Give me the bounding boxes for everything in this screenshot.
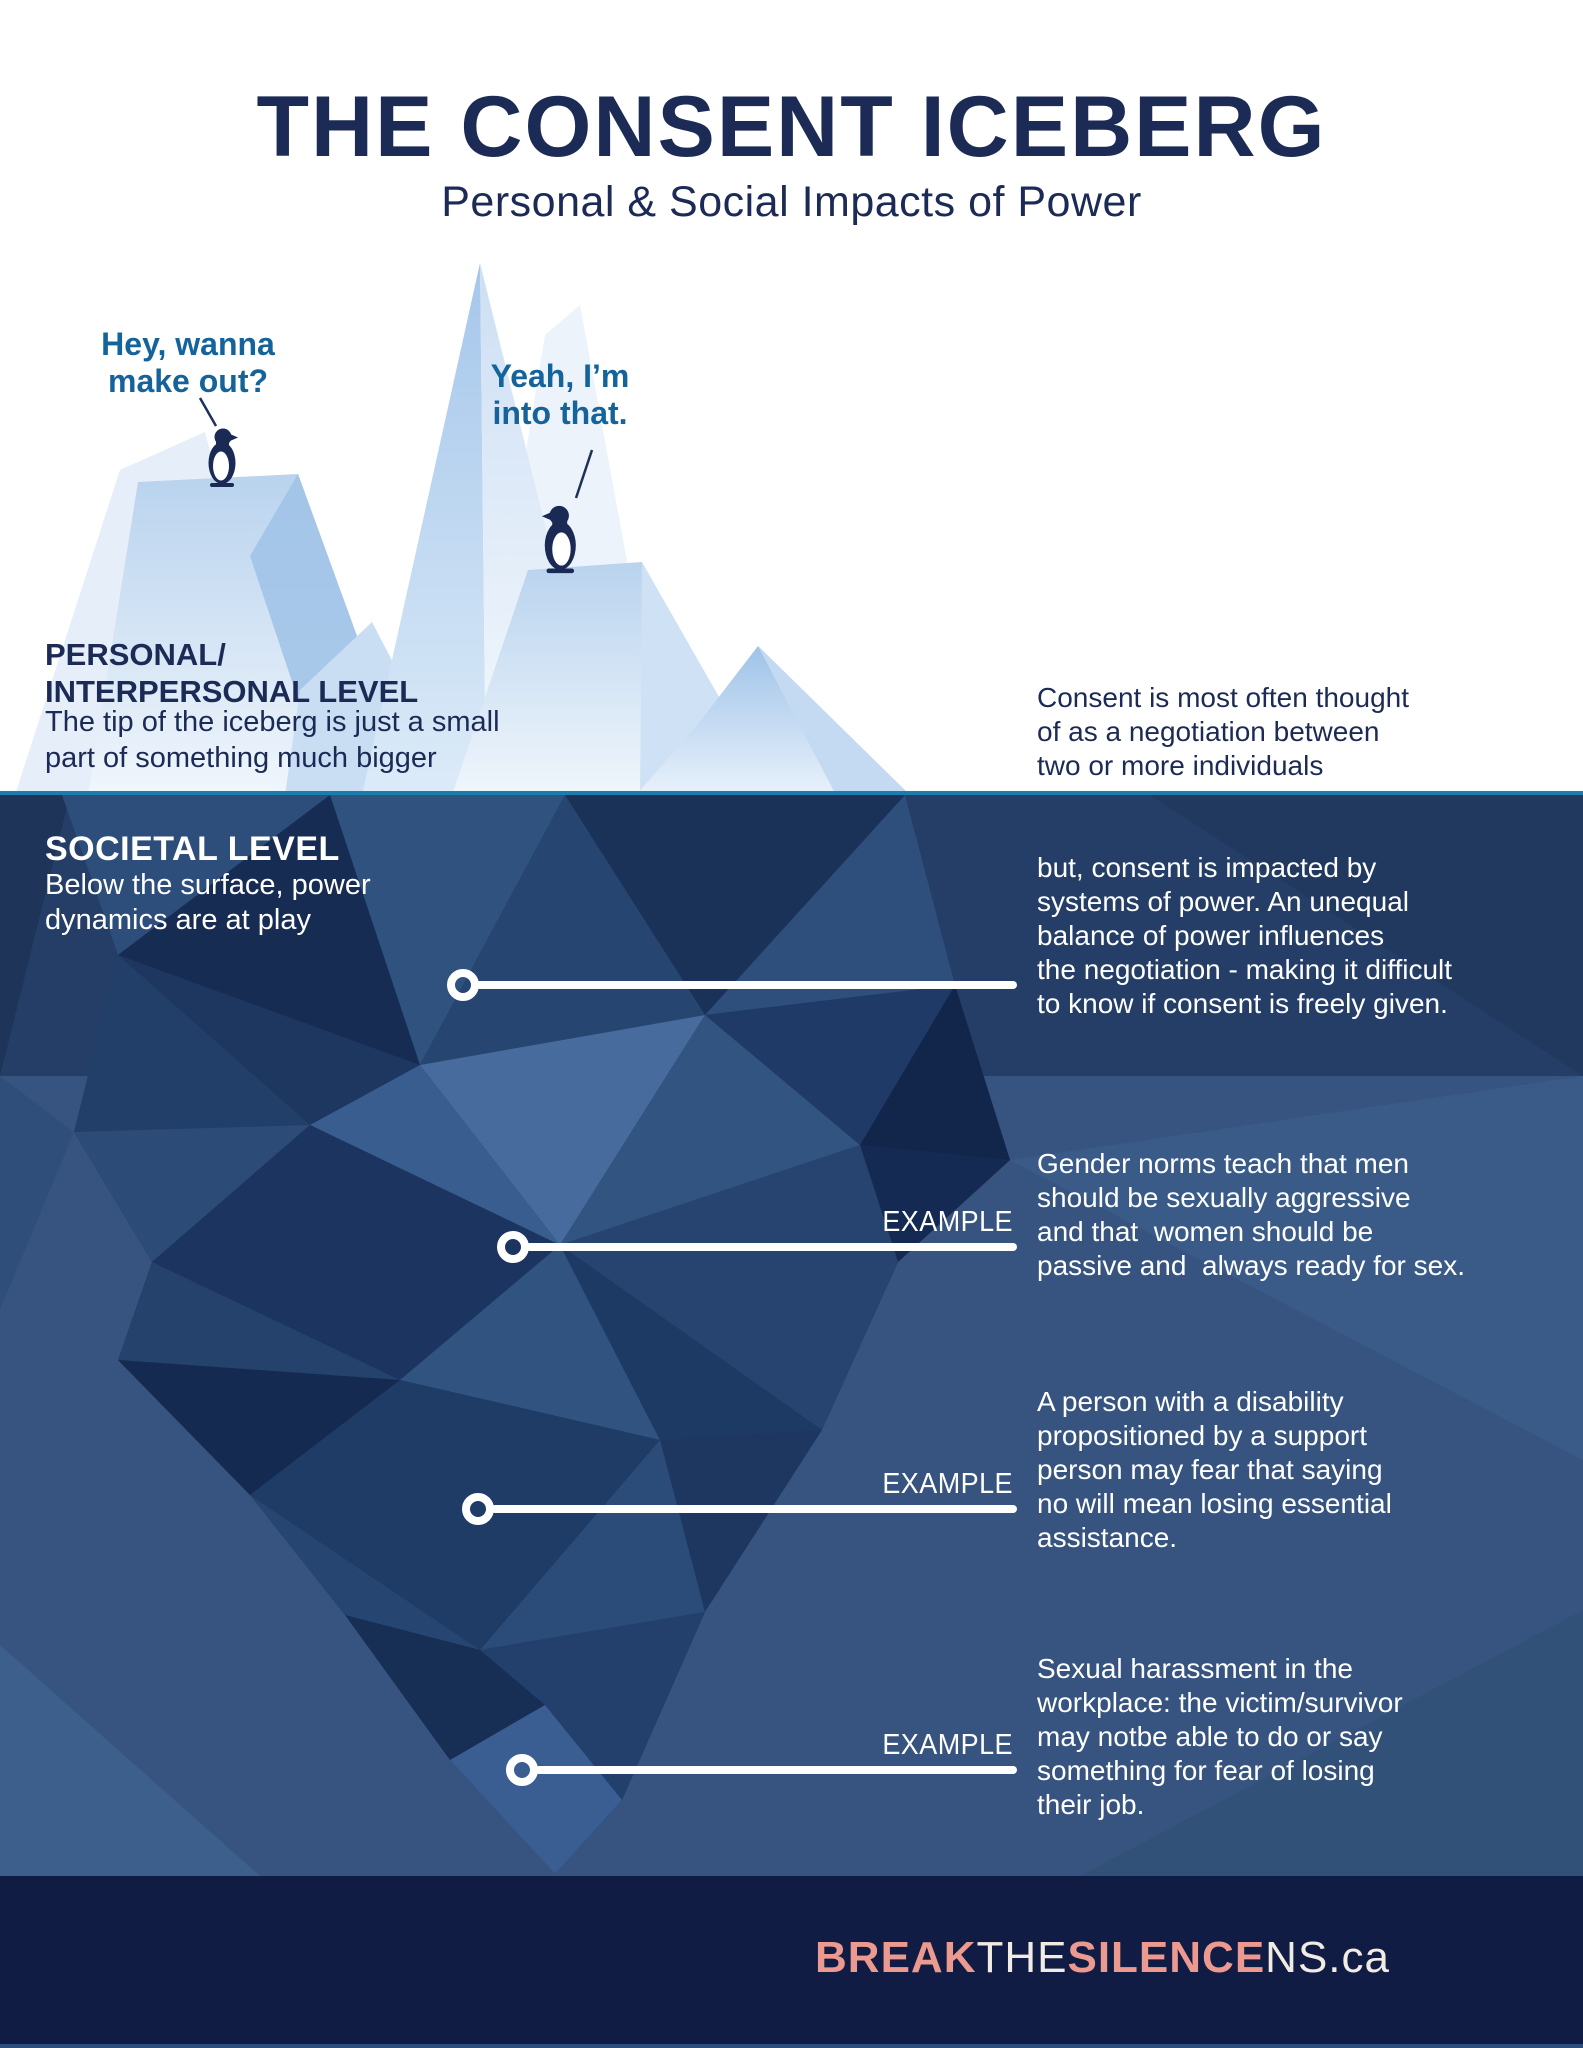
callout-line — [535, 1766, 1017, 1774]
intro-paragraph: Consent is most often thought of as a ne… — [1037, 682, 1409, 781]
callout-line — [491, 1505, 1017, 1513]
waterline — [0, 791, 1583, 795]
callout-paragraph-gender-norms: Gender norms teach that men should be se… — [1037, 1148, 1465, 1281]
callout-dot — [462, 1493, 494, 1525]
iceberg-above-water — [15, 263, 910, 795]
speech-right: Yeah, I’m into that. — [490, 358, 630, 431]
societal-level-heading: SOCIETAL LEVEL — [45, 830, 340, 868]
brand-break: BREAK — [815, 1933, 977, 1982]
personal-level-heading: PERSONAL/ INTERPERSONAL LEVEL — [45, 637, 419, 709]
speech-right-leader-line — [574, 449, 594, 499]
callout-line — [476, 981, 1017, 989]
footer-band — [0, 1876, 1583, 2044]
brand-suffix: NS.ca — [1265, 1933, 1390, 1982]
callout-paragraph-workplace: Sexual harassment in the workplace: the … — [1037, 1653, 1403, 1820]
brand-the: THE — [976, 1933, 1068, 1982]
callout-paragraph-power: but, consent is impacted by systems of p… — [1037, 852, 1453, 1019]
brand-wordmark: BREAKTHESILENCENS.ca — [815, 1933, 1390, 1983]
example-label: EXAMPLE — [882, 1729, 1013, 1761]
callout-paragraph-disability: A person with a disability propositioned… — [1037, 1386, 1392, 1553]
page-title: THE CONSENT ICEBERG — [256, 79, 1327, 175]
personal-level-description: The tip of the iceberg is just a small p… — [45, 706, 500, 774]
example-label: EXAMPLE — [882, 1206, 1013, 1238]
speech-left-leader-line — [198, 397, 218, 427]
callout-dot — [497, 1231, 529, 1263]
callout-dot — [447, 969, 479, 1001]
page-subtitle: Personal & Social Impacts of Power — [441, 178, 1142, 226]
speech-left: Hey, wanna make out? — [101, 326, 275, 399]
callout-line — [526, 1243, 1017, 1251]
example-label: EXAMPLE — [882, 1468, 1013, 1500]
societal-level-description: Below the surface, power dynamics are at… — [45, 869, 371, 936]
bottom-strip — [0, 2044, 1583, 2048]
brand-silence: SILENCE — [1067, 1933, 1266, 1982]
iceberg-below-water — [62, 795, 1010, 1874]
callout-dot — [506, 1754, 538, 1786]
